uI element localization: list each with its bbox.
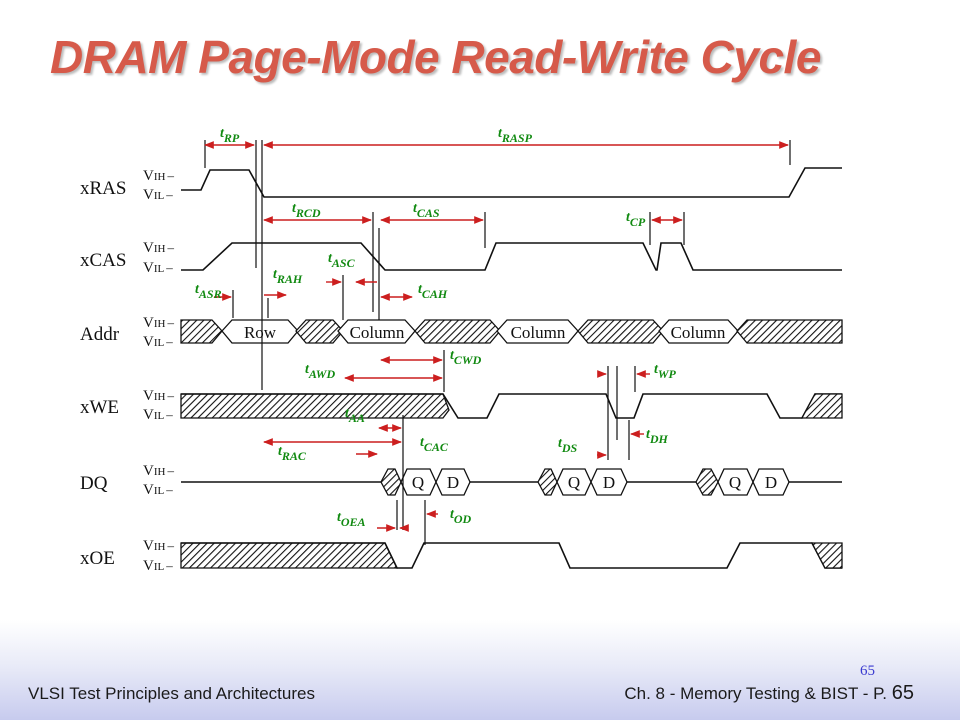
timing-label-t-rp: tRP [220,126,240,145]
footer-course-title: VLSI Test Principles and Architectures [28,684,315,703]
svg-text:VIL–: VIL– [143,558,173,574]
timing-label-t-rac: tRAC [278,444,307,463]
dq-q-label-3: Q [729,473,741,492]
addr-row-label: Row [244,323,277,342]
svg-text:VIH–: VIH– [143,538,174,554]
timing-label-t-od: tOD [450,507,472,526]
timing-label-t-cah: tCAH [418,282,448,301]
timing-label-t-aa: tAA [345,406,365,425]
svg-text:VIH–: VIH– [143,168,174,184]
timing-label-t-cwd: tCWD [450,348,482,367]
signal-label-dq: DQ [80,473,108,494]
timing-label-t-rcd: tRCD [292,201,321,220]
waveform-xras [181,167,842,198]
reference-lines [204,140,791,545]
levels-xcas: VIH– VIL– [143,240,174,276]
dq-q-label-1: Q [412,473,424,492]
timing-arrows [204,141,789,532]
signal-label-addr: Addr [80,324,120,345]
addr-column-label-1: Column [350,323,405,342]
svg-text:VIL–: VIL– [143,334,173,350]
waveform-xcas [181,242,842,271]
signal-label-xwe: xWE [80,397,119,418]
addr-column-label-3: Column [671,323,726,342]
dq-q-label-2: Q [568,473,580,492]
timing-label-t-asr: tASR [195,282,222,301]
footer-chapter: Ch. 8 - Memory Testing & BIST - P. 65 [624,682,914,704]
timing-label-t-cac: tCAC [420,435,449,454]
timing-label-t-cp: tCP [626,210,646,229]
svg-text:VIH–: VIH– [143,240,174,256]
svg-text:VIH–: VIH– [143,463,174,479]
addr-column-label-2: Column [511,323,566,342]
dq-d-label-1: D [447,473,459,492]
levels-xras: VIH– VIL– [143,168,174,203]
dq-d-label-3: D [765,473,777,492]
timing-label-t-cas: tCAS [413,201,440,220]
timing-label-t-ds: tDS [558,436,578,455]
levels-xoe: VIH– VIL– [143,538,174,574]
timing-label-t-oea: tOEA [337,510,366,529]
svg-text:VIL–: VIL– [143,260,173,276]
timing-label-t-awd: tAWD [305,362,335,381]
waveform-xwe [180,393,843,419]
levels-addr: VIH– VIL– [143,315,174,350]
signal-label-xoe: xOE [80,548,115,569]
timing-label-t-wp: tWP [654,362,677,381]
signal-label-xras: xRAS [80,178,126,199]
page-number-small: 65 [860,663,875,679]
timing-label-t-rasp: tRASP [498,126,533,145]
signal-label-xcas: xCAS [80,250,126,271]
timing-diagram: xRAS xCAS Addr xWE DQ xOE VIH– VIL– VIH–… [80,126,843,574]
svg-text:VIH–: VIH– [143,315,174,331]
footer-page-number: 65 [891,682,914,704]
svg-text:VIL–: VIL– [143,482,173,498]
timing-label-t-asc: tASC [328,251,356,270]
levels-xwe: VIH– VIL– [143,388,174,423]
svg-text:VIL–: VIL– [143,407,173,423]
slide-title: DRAM Page-Mode Read-Write Cycle [50,31,821,83]
timing-label-t-dh: tDH [646,427,669,446]
svg-text:VIL–: VIL– [143,187,173,203]
waveform-dq: Q D Q D Q D [181,468,842,496]
timing-label-t-rah: tRAH [273,267,303,286]
waveform-xoe [180,542,843,569]
dq-d-label-2: D [603,473,615,492]
levels-dq: VIH– VIL– [143,463,174,498]
svg-text:VIH–: VIH– [143,388,174,404]
footer-band [0,620,960,720]
waveform-addr: Row Column Column Column [180,319,843,344]
